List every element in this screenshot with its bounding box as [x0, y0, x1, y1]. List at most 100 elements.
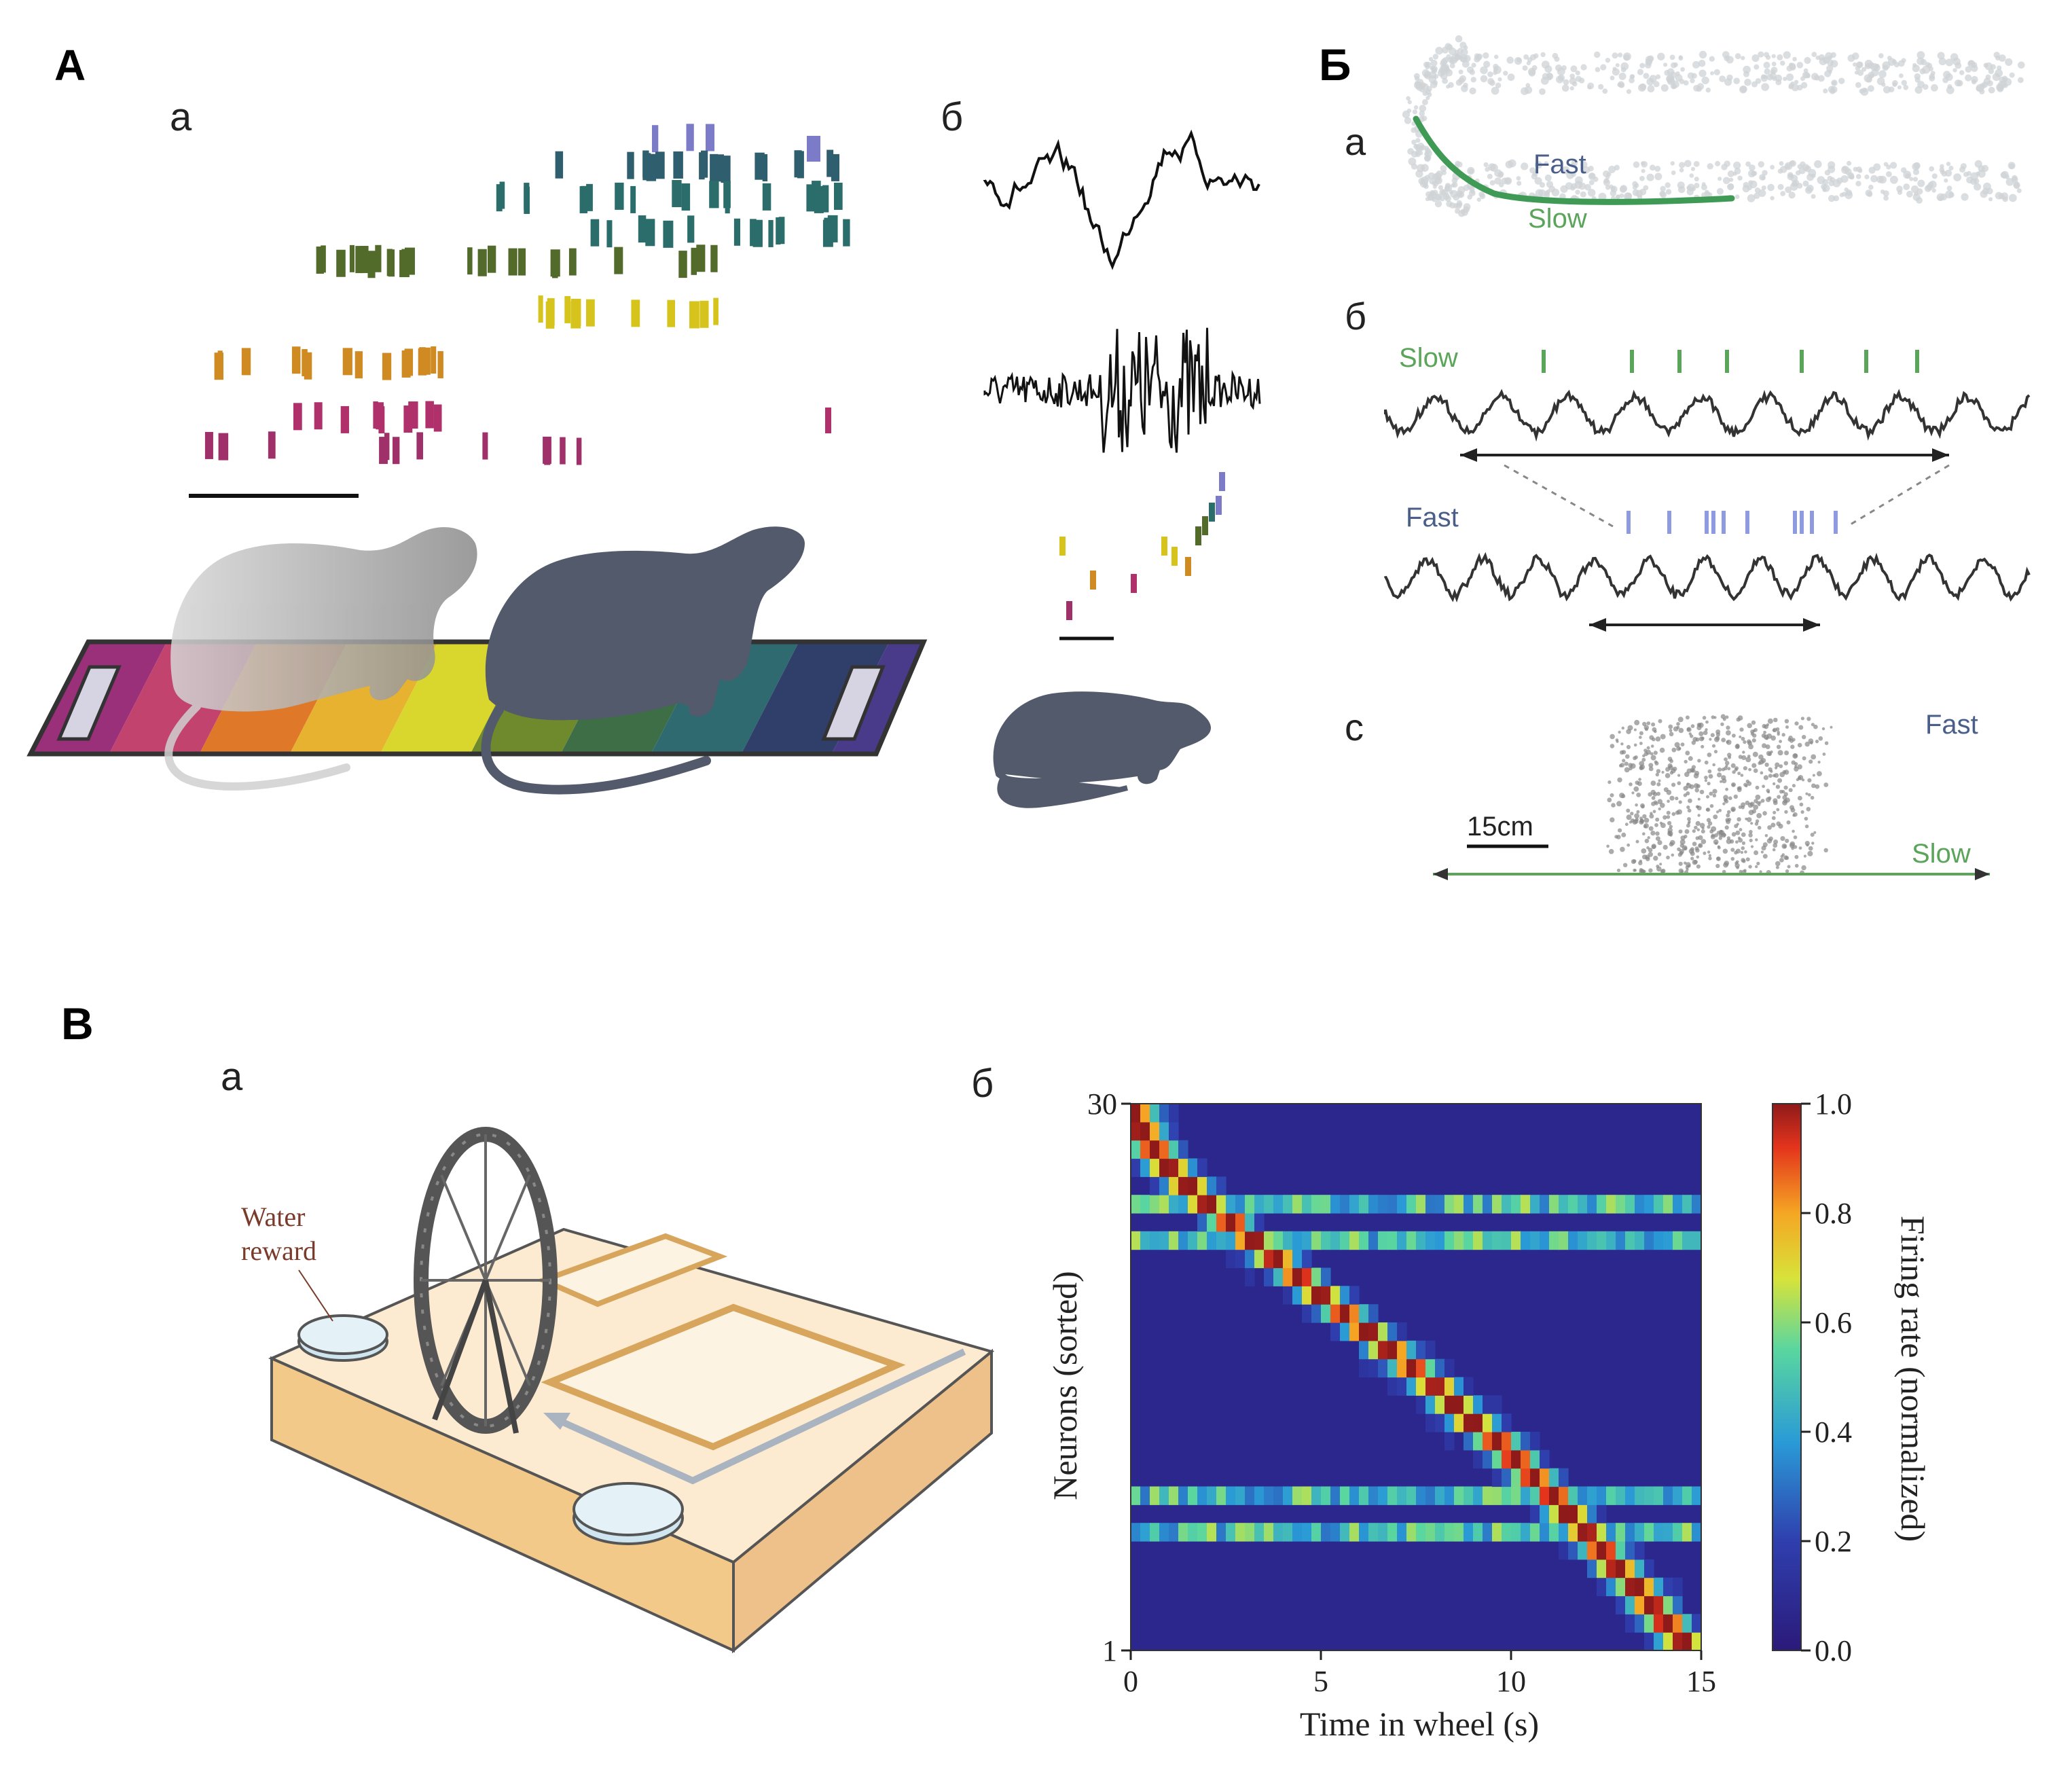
spike-tick: [518, 248, 526, 276]
occupancy-dot: [1419, 105, 1427, 112]
heatmap-cell: [1673, 1195, 1683, 1214]
heatmap-cell: [1663, 1614, 1673, 1633]
heatmap-cell: [1549, 1504, 1559, 1523]
occupancy-dot: [1449, 47, 1457, 56]
spike-dot: [1758, 754, 1764, 760]
occupancy-dot: [1421, 164, 1429, 172]
spike-dot: [1658, 719, 1662, 723]
heatmap-cell: [1131, 1195, 1141, 1214]
spike-dot: [1734, 824, 1739, 829]
occupancy-dot: [1522, 65, 1528, 71]
spike-tick: [204, 431, 213, 459]
heatmap-cell: [1502, 1486, 1512, 1505]
spike-dot: [1724, 825, 1729, 830]
occupancy-dot: [1441, 46, 1449, 54]
heatmap-cell: [1464, 1195, 1474, 1214]
spike-dot: [1768, 836, 1773, 842]
occupancy-dot: [1528, 69, 1536, 77]
spike-dot: [1683, 793, 1688, 797]
x-tick-label: 15: [1686, 1665, 1716, 1698]
occupancy-dot: [1575, 189, 1580, 195]
occupancy-dot: [1442, 77, 1449, 84]
heatmap-cell: [1464, 1413, 1474, 1432]
heatmap-cell: [1483, 1432, 1493, 1451]
occupancy-dot: [1794, 79, 1799, 85]
heatmap-cell: [1473, 1523, 1483, 1542]
spike-dot: [1633, 869, 1637, 872]
heatmap-cell: [1673, 1486, 1683, 1505]
heatmap-cell: [1578, 1195, 1588, 1214]
spike-dot: [1646, 721, 1651, 725]
spike-tick: [1626, 511, 1631, 534]
spike-dot: [1654, 729, 1657, 734]
heatmap-cell: [1644, 1523, 1654, 1542]
occupancy-dot: [1680, 67, 1686, 72]
occupancy-dot: [1726, 74, 1733, 82]
spike-dot: [1713, 839, 1719, 845]
heatmap-cell: [1235, 1523, 1246, 1542]
spike-tick: [645, 219, 655, 247]
occupancy-dot: [1755, 78, 1762, 84]
heatmap-cell: [1387, 1322, 1398, 1341]
heatmap-cell: [1444, 1486, 1455, 1505]
spike-tick: [794, 150, 802, 178]
occupancy-dot: [1578, 77, 1585, 84]
occupancy-dot: [1728, 183, 1734, 189]
spike-dot: [1679, 851, 1684, 856]
heatmap-cell: [1530, 1504, 1540, 1523]
occupancy-dot: [1440, 60, 1446, 67]
heatmap-cell: [1682, 1195, 1692, 1214]
heatmap-cell: [1492, 1486, 1502, 1505]
heatmap-cell: [1616, 1559, 1626, 1578]
panel-a-sub-b: б: [941, 95, 963, 139]
occupancy-dot: [1455, 35, 1463, 43]
heatmap-cell: [1425, 1231, 1436, 1250]
occupancy-dot: [1497, 77, 1502, 82]
heatmap-cell: [1131, 1121, 1141, 1141]
occupancy-dot: [1523, 54, 1529, 60]
heatmap-cell: [1397, 1322, 1407, 1341]
colorbar-tick-label: 0.4: [1815, 1415, 1852, 1449]
heatmap-cell: [1387, 1231, 1398, 1250]
heatmap-cell: [1340, 1486, 1350, 1505]
heatmap-cell: [1359, 1486, 1369, 1505]
heatmap-cell: [1521, 1195, 1531, 1214]
spike-tick: [638, 215, 647, 243]
spike-dot: [1712, 793, 1717, 798]
heatmap-cell: [1311, 1486, 1322, 1505]
occupancy-dot: [1832, 179, 1841, 187]
spike-dot: [1766, 797, 1771, 802]
spike-dot: [1714, 736, 1720, 742]
spike-dot: [1623, 863, 1628, 867]
spike-dot: [1728, 796, 1732, 800]
occupancy-dot: [1458, 69, 1464, 75]
occupancy-dot: [1865, 189, 1872, 197]
occupancy-dot: [1694, 183, 1700, 189]
spike-dot: [1630, 818, 1635, 823]
occupancy-dot: [1864, 74, 1872, 83]
heatmap-cell: [1492, 1231, 1502, 1250]
occupancy-dot: [1670, 161, 1675, 166]
spike-dot: [1657, 840, 1662, 846]
occupancy-dot: [1582, 166, 1591, 174]
spike-tick: [1171, 547, 1178, 566]
spike-dot: [1675, 796, 1679, 801]
spike-dot: [1806, 717, 1811, 721]
heatmap-cell: [1150, 1140, 1160, 1159]
heatmap-cell: [1378, 1358, 1388, 1378]
spike-dot: [1742, 751, 1745, 754]
spike-dot: [1697, 797, 1701, 801]
spike-dot: [1635, 817, 1639, 822]
spike-tick: [701, 150, 708, 178]
spike-dot: [1643, 725, 1649, 730]
spike-dot: [1773, 800, 1778, 806]
spike-dot: [1763, 775, 1768, 780]
spike-dot: [1777, 795, 1781, 799]
spike-dot: [1712, 763, 1715, 767]
spike-dot: [1688, 798, 1692, 803]
occupancy-dot: [1690, 166, 1696, 171]
spike-dot: [1635, 780, 1639, 785]
occupancy-dot: [1436, 170, 1443, 177]
heatmap-cell: [1368, 1486, 1379, 1505]
heatmap-cell: [1540, 1231, 1550, 1250]
